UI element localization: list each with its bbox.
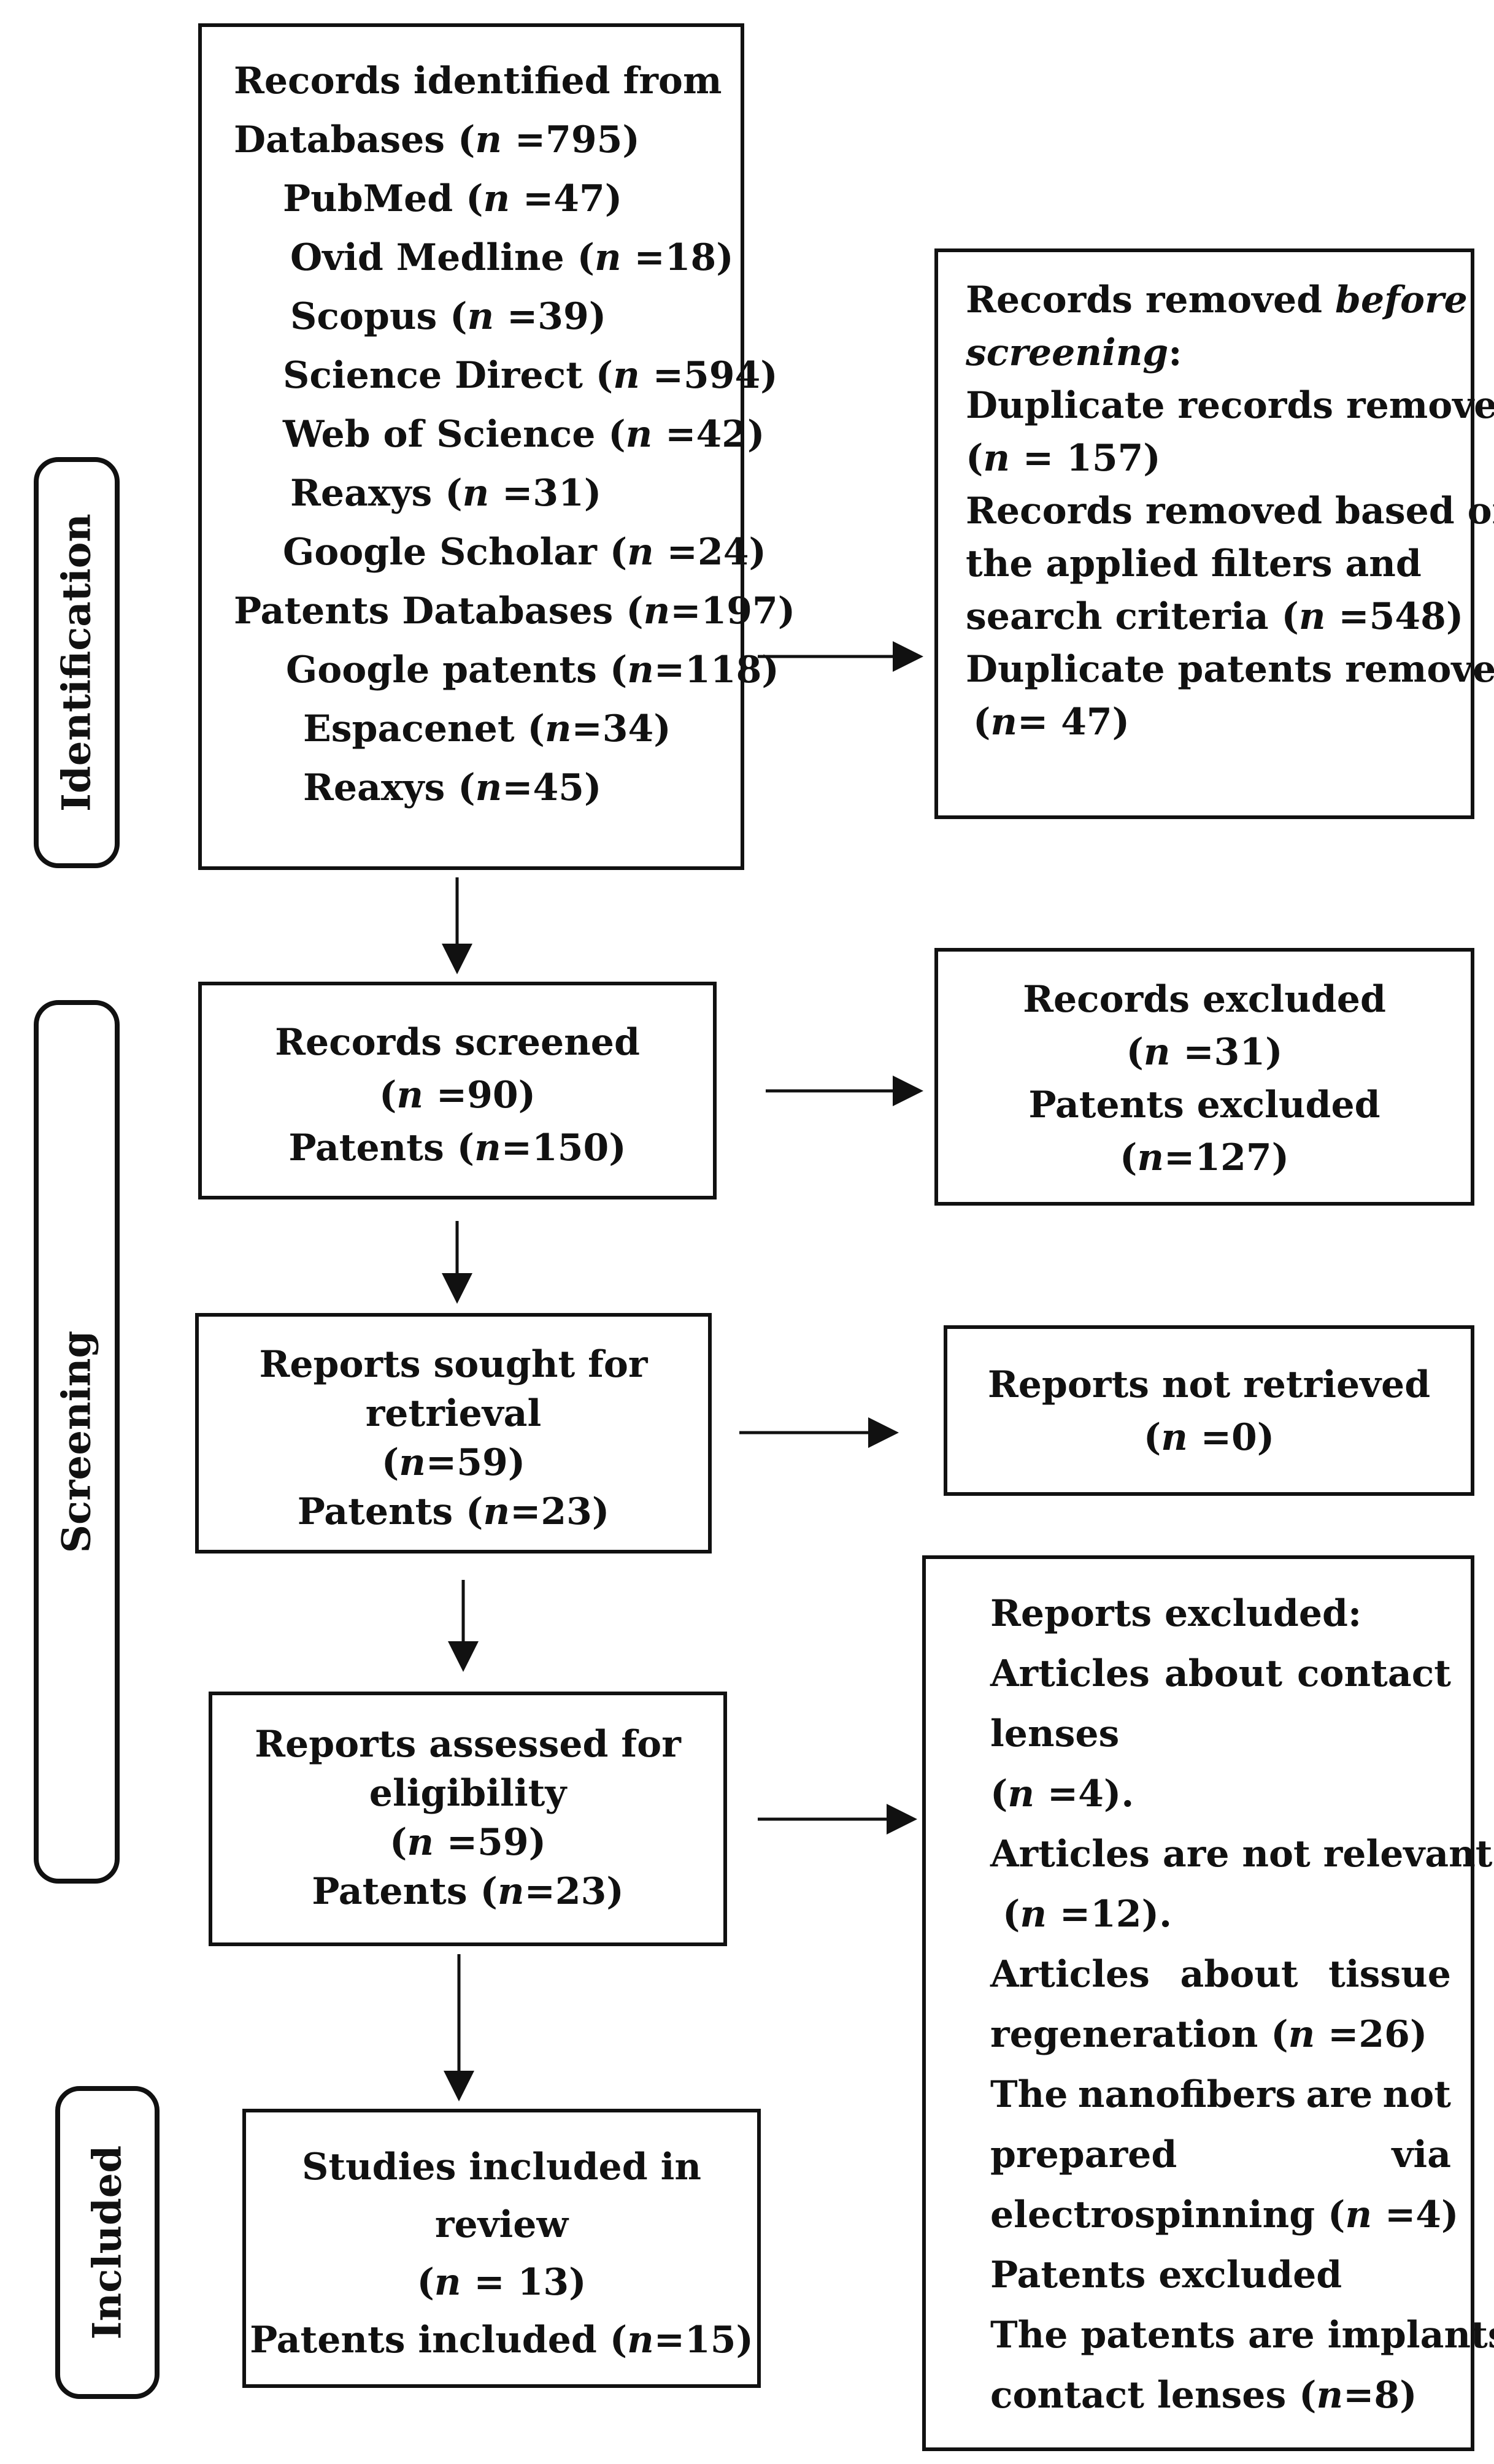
db-google-scholar: Google Scholar (n =24): [283, 531, 766, 574]
reports-assessed-text: Reports assessed for eligibility (n =59)…: [212, 1720, 723, 1916]
stage-included: Included: [55, 2086, 160, 2399]
records-screened-text: Records screened (n =90) Patents (n=150): [202, 1016, 713, 1174]
db-pubmed: PubMed (n =47): [283, 177, 623, 220]
included-patents: Patents included (n=15): [250, 2319, 753, 2362]
sought-patents: Patents (n=23): [297, 1490, 610, 1533]
assessed-count: (n =59): [389, 1821, 547, 1864]
reports-not-retrieved-box: Reports not retrieved (n =0): [944, 1325, 1474, 1496]
db-science-direct: Science Direct (n =594): [283, 354, 778, 397]
removed-line-1: Records removed before: [966, 279, 1468, 321]
records-identified-text: Records identified from Databases (n =79…: [234, 52, 795, 817]
removed-filters-3: search criteria (n =548): [966, 595, 1464, 638]
records-excluded-box: Records excluded (n =31) Patents exclude…: [934, 948, 1474, 1206]
pat-reaxys: Reaxys (n=45): [303, 766, 602, 809]
sought-title-2: retrieval: [365, 1392, 542, 1435]
reports-assessed-box: Reports assessed for eligibility (n =59)…: [209, 1692, 727, 1946]
records-removed-box: Records removed before screening: Duplic…: [934, 248, 1494, 819]
db-scopus: Scopus (n =39): [290, 295, 607, 338]
excluded1-patents-count: (n=127): [1120, 1136, 1289, 1179]
excluded2-tissue-2: regeneration (n =26): [990, 2013, 1428, 2056]
removed-filters-2: the applied filters and: [966, 542, 1422, 585]
stage-screening: Screening: [34, 1000, 120, 1884]
removed-duplicates-count: (n = 157): [966, 437, 1161, 480]
records-screened-box: Records screened (n =90) Patents (n=150): [198, 982, 717, 1199]
excluded1-title: Records excluded: [1023, 978, 1386, 1021]
db-reaxys: Reaxys (n =31): [290, 472, 602, 515]
db-ovid-medline: Ovid Medline (n =18): [290, 236, 734, 279]
studies-included-box: Studies included in review (n = 13) Pate…: [242, 2109, 761, 2388]
excluded2-contact-2: lenses: [990, 1712, 1120, 1755]
studies-included-text: Studies included in review (n = 13) Pate…: [246, 2138, 757, 2369]
removed-patents: Duplicate patents removed: [966, 648, 1494, 691]
assessed-patents: Patents (n=23): [312, 1870, 624, 1913]
reports-sought-box: Reports sought for retrieval (n=59) Pate…: [195, 1313, 712, 1553]
excluded1-patents: Patents excluded: [1028, 1084, 1380, 1126]
databases-line: Databases (n =795): [234, 118, 640, 161]
stage-identification: Identification: [34, 457, 120, 868]
screened-title: Records screened: [275, 1021, 640, 1064]
sought-title: Reports sought for: [259, 1343, 648, 1386]
included-count: (n = 13): [417, 2261, 587, 2304]
screened-patents: Patents (n=150): [288, 1126, 626, 1169]
db-web-of-science: Web of Science (n =42): [283, 413, 765, 456]
records-excluded-text: Records excluded (n =31) Patents exclude…: [938, 973, 1471, 1184]
reports-not-retrieved-text: Reports not retrieved (n =0): [947, 1358, 1471, 1464]
excluded2-title: Reports excluded:: [990, 1592, 1362, 1635]
removed-patents-count: (n= 47): [973, 701, 1130, 744]
not-retrieved-title: Reports not retrieved: [987, 1363, 1431, 1406]
removed-filters-1: Records removed based on: [966, 490, 1494, 533]
pat-espacenet: Espacenet (n=34): [303, 707, 671, 750]
excluded2-implants-2: contact lenses (n=8): [990, 2374, 1417, 2417]
sought-count: (n=59): [381, 1441, 526, 1484]
excluded2-not-relevant-count: (n =12).: [1003, 1893, 1172, 1936]
database-list: PubMed (n =47) Ovid Medline (n =18) Scop…: [234, 169, 795, 582]
excluded2-nanofibers-3: electrospinning (n =4): [990, 2193, 1459, 2236]
patents-databases-line: Patents Databases (n=197): [234, 590, 796, 633]
excluded2-implants-1: The patents are implants: [990, 2314, 1494, 2357]
removed-line-2: screening:: [966, 331, 1182, 374]
assessed-title: Reports assessed for: [255, 1723, 681, 1766]
assessed-title-2: eligibility: [369, 1772, 567, 1815]
records-identified-box: Records identified from Databases (n =79…: [198, 23, 795, 870]
screened-count: (n =90): [379, 1074, 536, 1117]
excluded1-count: (n =31): [1126, 1031, 1283, 1074]
identified-title: Records identified from: [234, 60, 722, 102]
included-title-2: review: [434, 2203, 569, 2246]
removed-duplicates: Duplicate records removed: [966, 384, 1494, 427]
reports-sought-text: Reports sought for retrieval (n=59) Pate…: [199, 1340, 708, 1536]
excluded2-not-relevant: Articles are not relevant: [990, 1833, 1493, 1876]
excluded2-patents-title: Patents excluded: [990, 2254, 1342, 2297]
records-removed-text: Records removed before screening: Duplic…: [966, 274, 1494, 749]
not-retrieved-count: (n =0): [1143, 1416, 1275, 1459]
excluded2-contact-count: (n =4).: [990, 1773, 1134, 1815]
included-title: Studies included in: [301, 2146, 701, 2189]
